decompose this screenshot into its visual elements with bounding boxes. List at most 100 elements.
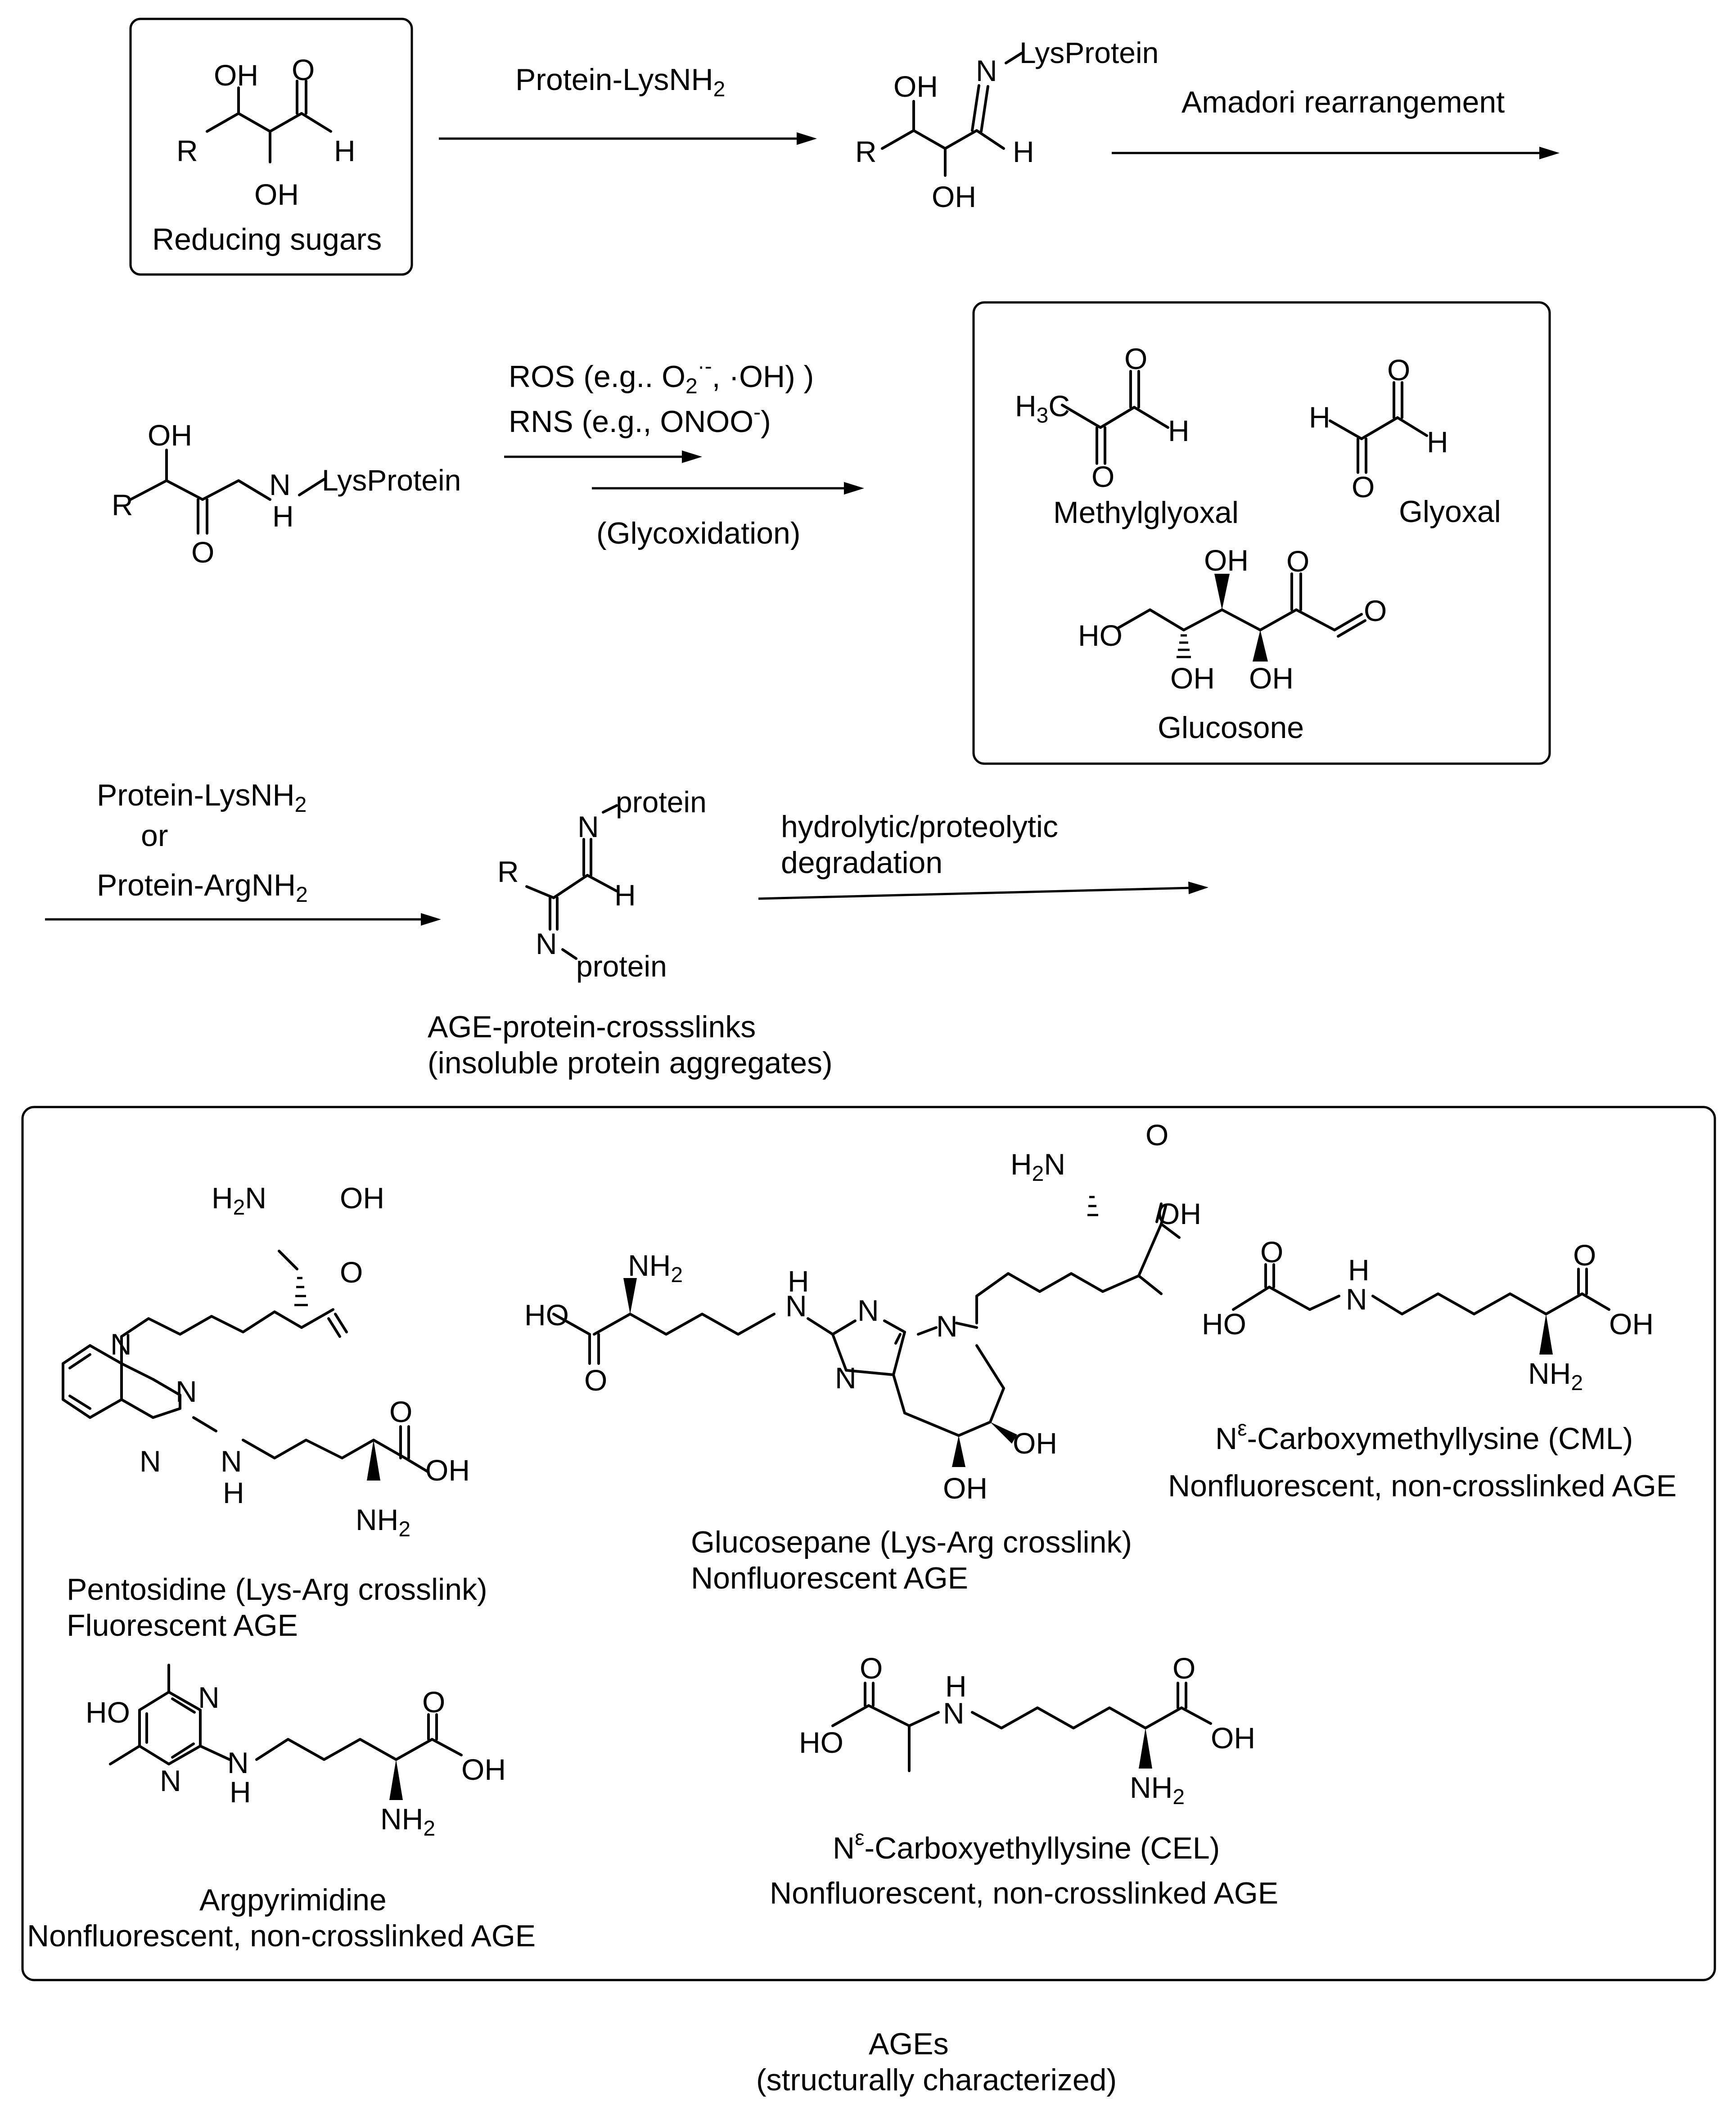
argpyrimidine-type-label: Nonfluorescent, non-crosslinked AGE <box>27 1919 536 1953</box>
carboxyl-o-label: O <box>584 1364 607 1397</box>
argpyrimidine-label: Argpyrimidine <box>199 1883 387 1917</box>
hydrogen-label: H <box>1309 401 1330 434</box>
age-crosslinks-label: AGE-protein-crossslinks <box>428 1010 756 1044</box>
pentosidine-type-label: Fluorescent AGE <box>67 1608 298 1643</box>
azepane-n-label: N <box>936 1310 958 1343</box>
hydroxyl-label: OH <box>1013 1427 1057 1460</box>
hydroxyl-label: OH <box>1204 544 1249 577</box>
oxygen-label: O <box>1387 353 1410 387</box>
amine-label: H2N <box>1010 1148 1065 1186</box>
insoluble-aggregates-label: (insoluble protein aggregates) <box>428 1046 833 1080</box>
amine-n-label: N <box>785 1289 807 1323</box>
rns-label: RNS (e.g., ONOO-) <box>509 401 771 439</box>
carboxyl-oh-label: OH <box>461 1753 506 1786</box>
carboxyl-oh-label: HO <box>799 1726 843 1759</box>
amine-n-label: N <box>227 1746 249 1779</box>
amine-h-label: H <box>1348 1253 1370 1287</box>
carboxyl-oh-label: OH <box>425 1454 470 1487</box>
methylglyoxal-label: Methylglyoxal <box>1053 495 1239 530</box>
reagent-protein-lys-label: Protein-LysNH2 <box>515 63 725 101</box>
amine-nitrogen-label: N <box>269 468 291 501</box>
pyridinium-n-label: N <box>110 1328 132 1361</box>
amadori-product-structure: R OH O N H LysProtein <box>112 419 461 569</box>
carboxyl-o-label: O <box>1145 1118 1168 1152</box>
imine-nitrogen-label: N <box>536 927 557 960</box>
hydroxyl-label: HO <box>1078 619 1123 652</box>
protein-label: protein <box>576 950 667 983</box>
cel-structure: HO O N H O OH NH2 Nε-Carboxyethyllysine … <box>770 1652 1278 1910</box>
amine-h-label: H <box>223 1476 244 1509</box>
dicarbonyl-box: H3C O O H Methylglyoxal H O O H Glyoxal <box>972 301 1551 765</box>
hydroxyl-label: HO <box>86 1696 130 1729</box>
cml-label: Nε-Carboxymethyllysine (CML) <box>1215 1417 1633 1456</box>
argpyrimidine-structure: HO N N N H O OH NH2 Argpyrimidine Nonflu… <box>27 1664 536 1953</box>
cel-label: Nε-Carboxyethyllysine (CEL) <box>833 1826 1220 1865</box>
age-crosslink-structure: R N protein H N protein AGE-protein-cros… <box>428 785 833 1080</box>
carboxyl-o-label: O <box>1260 1235 1283 1269</box>
amadori-arrow: Amadori rearrangement <box>1112 85 1560 159</box>
glyoxal-label: Glyoxal <box>1399 495 1501 529</box>
reducing-sugars-label: Reducing sugars <box>152 222 382 257</box>
oxygen-label: O <box>292 53 315 86</box>
amine-h-label: H <box>945 1670 967 1703</box>
lysprotein-label: LysProtein <box>1019 36 1159 69</box>
carboxyl-oh-label: OH <box>340 1181 384 1215</box>
carboxyl-o-label: O <box>422 1685 445 1719</box>
amine-n-label: N <box>221 1445 242 1478</box>
amadori-rearrangement-label: Amadori rearrangement <box>1181 85 1505 119</box>
glucosepane-structure: HO O NH2 N H N N N OH OH H2N O OH Glucos… <box>524 1118 1201 1595</box>
carboxyl-oh-label: OH <box>1157 1197 1201 1230</box>
r-group-label: R <box>176 134 198 167</box>
amine-n-label: N <box>943 1697 965 1730</box>
oxygen-label: O <box>1352 470 1375 504</box>
r-group-label: R <box>497 855 519 888</box>
imine-nitrogen-label: N <box>577 810 599 843</box>
aldehyde-oxygen-label: O <box>1364 594 1387 627</box>
lysprotein-label: LysProtein <box>322 464 461 497</box>
carboxyl-oh-label: HO <box>1202 1307 1246 1341</box>
r-group-label: R <box>855 135 877 168</box>
carboxyl-o-label: O <box>1172 1652 1195 1685</box>
ros-label: ROS (e.g.. O2·-, ·OH) ) <box>509 355 814 398</box>
hydroxyl-label: OH <box>214 59 258 92</box>
ketone-oxygen-label: O <box>1286 545 1309 578</box>
oxygen-label: O <box>1124 342 1147 375</box>
amine-n-label: N <box>1346 1283 1367 1316</box>
amine-hydrogen-label: H <box>272 500 294 533</box>
cml-type-label: Nonfluorescent, non-crosslinked AGE <box>1168 1469 1677 1503</box>
degradation-label: hydrolytic/proteolytic <box>781 810 1058 844</box>
amine-h-label: H <box>788 1265 809 1298</box>
glucosone-label: Glucosone <box>1158 711 1304 745</box>
hydroxyl-label: OH <box>254 178 299 211</box>
cml-structure: HO O N H O OH NH2 Nε-Carboxymethyllysine… <box>1168 1235 1677 1503</box>
glyoxal-structure: H O O H Glyoxal <box>1309 353 1501 529</box>
amine-label: H2N <box>212 1181 266 1220</box>
pentosidine-label: Pentosidine (Lys-Arg crosslink) <box>67 1572 487 1607</box>
crosslink-reagent-arrow: Protein-LysNH2 or Protein-ArgNH2 <box>45 778 441 926</box>
carboxyl-o-label: O <box>1573 1238 1596 1272</box>
carboxyl-oh-label: HO <box>524 1298 569 1332</box>
ages-box: H2N OH O N N N N H O OH NH2 Pentosidine … <box>21 1106 1716 1981</box>
carboxyl-oh-label: OH <box>1211 1721 1255 1755</box>
amine-h-label: H <box>230 1775 251 1809</box>
hydrogen-label: H <box>1427 425 1448 459</box>
reagent-arrow-1: Protein-LysNH2 <box>439 63 817 145</box>
hydroxyl-label: OH <box>148 419 192 452</box>
hydrogen-label: H <box>1168 414 1190 447</box>
hydrogen-label: H <box>1013 135 1034 168</box>
reducing-sugar-box: R OH O H OH Reducing sugars <box>129 18 413 276</box>
carboxyl-o-label: O <box>860 1652 883 1685</box>
degradation-arrow: hydrolytic/proteolytic degradation <box>758 810 1208 900</box>
carboxyl-o-label: O <box>389 1395 412 1428</box>
schiff-base-structure: R OH N LysProtein H OH <box>855 36 1159 213</box>
pyrimidine-n-label: N <box>198 1681 220 1714</box>
r-group-label: R <box>112 488 133 522</box>
amine-label: NH2 <box>628 1249 683 1287</box>
oxygen-label: O <box>1091 460 1114 493</box>
glucosepane-label: Glucosepane (Lys-Arg crosslink) <box>691 1525 1132 1559</box>
amine-label: NH2 <box>380 1802 435 1841</box>
reagent-protein-arg-label: Protein-ArgNH2 <box>97 868 308 907</box>
protein-label: protein <box>616 785 707 819</box>
degradation-label: degradation <box>781 846 942 880</box>
